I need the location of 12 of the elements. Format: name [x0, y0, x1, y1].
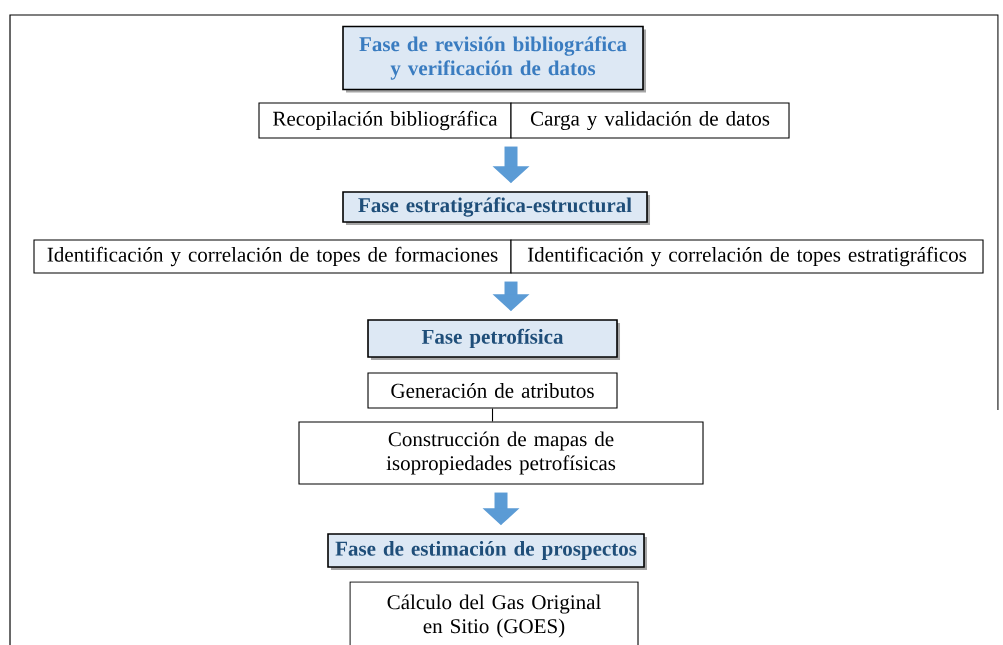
connector-line [491, 408, 494, 422]
step-box: Identificación y correlación de topes de formaciones [33, 239, 512, 274]
step-box: Carga y validación de datos [510, 102, 790, 139]
step-box: Generación de atributos [367, 372, 618, 409]
phase-box: Fase petrofísica [367, 319, 620, 360]
step-box: Recopilación bibliográfica [258, 102, 512, 139]
phase-box: Fase de estimación de prospectos [327, 533, 647, 570]
phase-box: Fase estratigráfica-estructural [342, 191, 650, 225]
phase-box: Fase de revisión bibliográfica y verificación de datos [342, 25, 646, 93]
step-box: Construcción de mapas de isopropiedades petrofísicas [298, 421, 704, 485]
step-box: Cálculo del Gas Original en Sitio (GOES) [349, 581, 639, 645]
step-box: Identificación y correlación de topes estratigráficos [510, 239, 984, 274]
